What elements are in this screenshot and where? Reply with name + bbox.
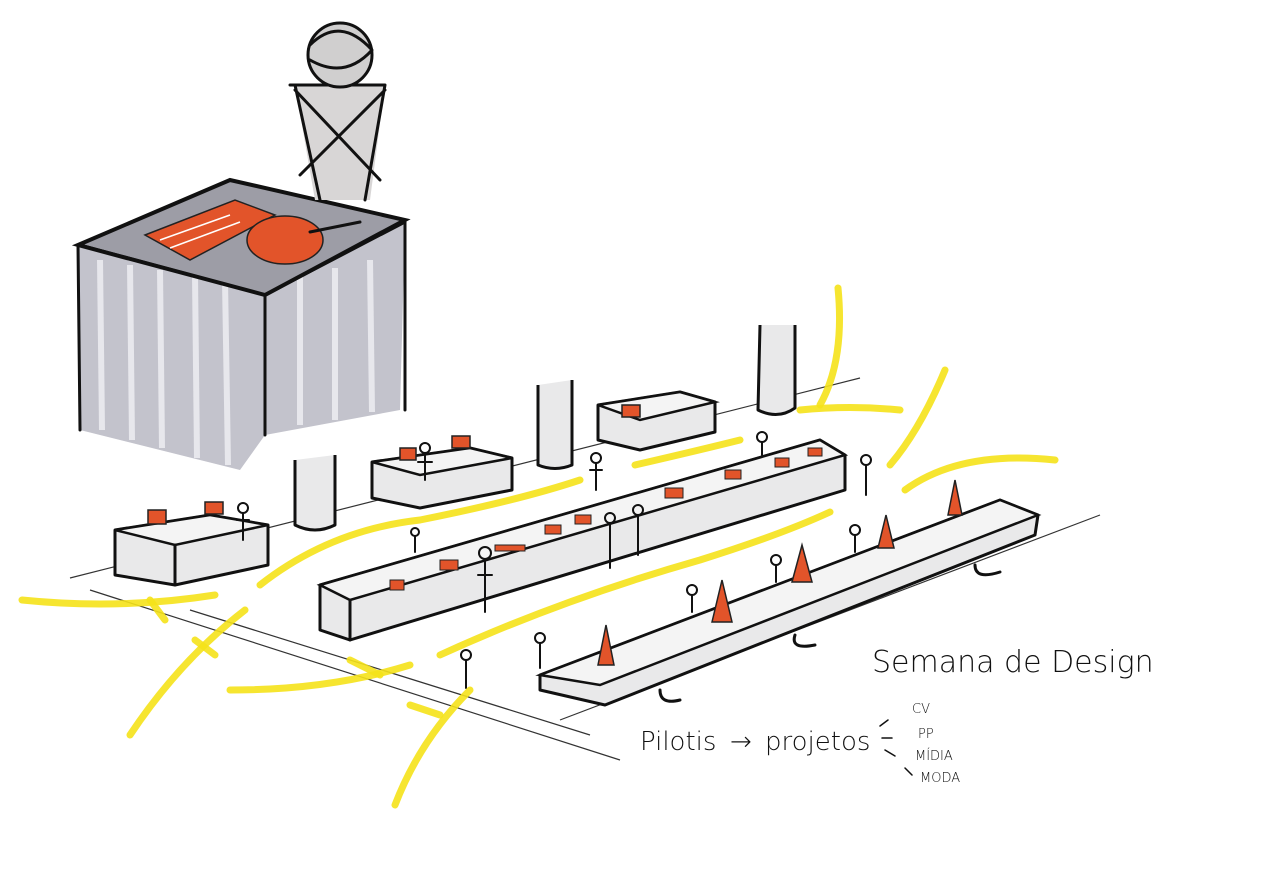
- draped-table: [71, 177, 411, 470]
- note-projetos: projetos: [765, 727, 870, 757]
- display-boxes: [113, 390, 720, 587]
- central-counter: [316, 438, 849, 642]
- note-item-moda: MODA: [920, 771, 960, 786]
- projects-note: Pilotis → projetos CV PP MÍDIA MODA: [640, 702, 960, 786]
- note-item-cv: CV: [912, 702, 930, 717]
- people-figures: [236, 431, 872, 689]
- pilotis-columns: [293, 324, 797, 532]
- note-item-midia: MÍDIA: [915, 748, 953, 764]
- bust-on-stand: [288, 21, 387, 202]
- lamp-icons: [597, 479, 963, 666]
- note-pilotis: Pilotis: [640, 727, 716, 757]
- note-item-pp: PP: [918, 727, 934, 742]
- note-arrow: →: [730, 727, 752, 757]
- sketch-title: Semana de Design: [872, 645, 1154, 680]
- lamp-platform: [535, 479, 1042, 707]
- circulation-arrows: [18, 284, 1059, 809]
